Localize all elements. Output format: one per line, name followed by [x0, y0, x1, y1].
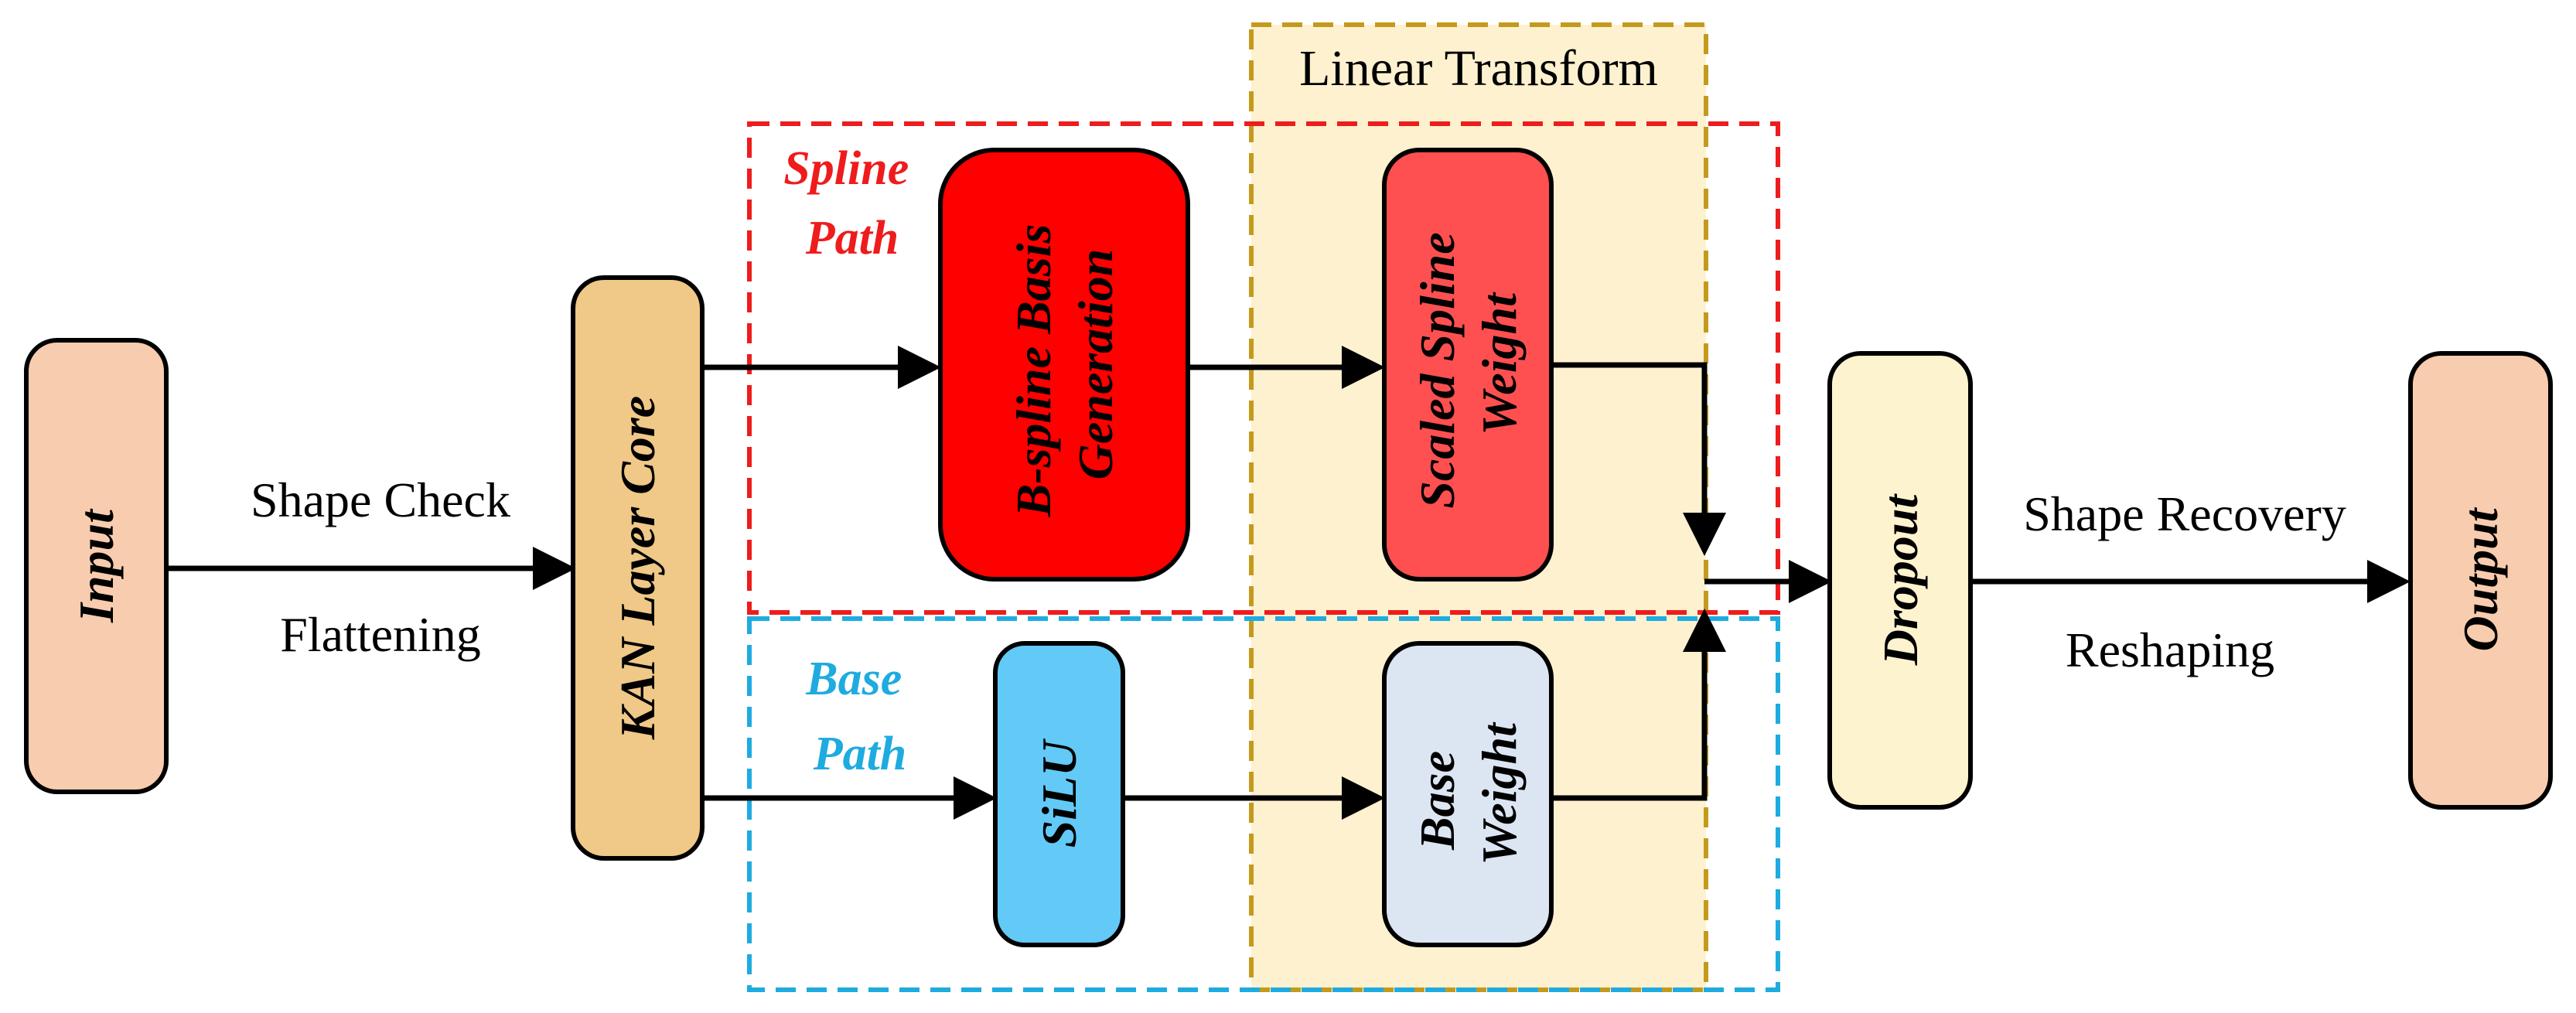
silu-node: SiLU: [993, 641, 1125, 947]
input-node-label-line-1: Input: [69, 508, 124, 623]
output-node-label: Output: [2453, 507, 2508, 651]
bspline-basis-node-box: [938, 148, 1190, 582]
scaled-spline-weight-node-label-line-2: Weight: [1472, 292, 1527, 435]
spline-path-title-line-1: Spline: [783, 142, 909, 195]
bspline-basis-node: B-spline Basis Generation: [938, 148, 1190, 582]
scaled-spline-weight-node-label: Scaled Spline Weight: [1410, 220, 1527, 508]
bspline-basis-node-label-line-2: Generation: [1068, 249, 1123, 480]
bspline-basis-node-label: B-spline Basis Generation: [1006, 212, 1123, 518]
base-path-title-line-1: Base: [805, 653, 902, 705]
output-node-label-line-1: Output: [2453, 507, 2508, 651]
base-weight-node: Base Weight: [1382, 641, 1554, 947]
shape-check-label: Shape Check: [251, 472, 510, 527]
input-node-box: [24, 338, 169, 794]
dropout-node-label-line-1: Dropout: [1873, 493, 1928, 667]
kan-layer-core-node-label: KAN Layer Core: [610, 396, 665, 740]
kan-layer-core-node: KAN Layer Core: [571, 275, 705, 861]
kan-layer-core-node-box: [571, 275, 705, 861]
linear-transform-title: Linear Transform: [1299, 40, 1658, 97]
input-node: Input: [24, 338, 169, 794]
base-path-title-line-2: Path: [813, 728, 907, 780]
silu-node-label-line-1: SiLU: [1032, 738, 1087, 848]
base-path-region: [747, 616, 1780, 992]
dropout-node-box: [1827, 351, 1973, 810]
dropout-node: Dropout: [1827, 351, 1973, 810]
spline-path-title: Spline Path: [783, 142, 920, 264]
silu-node-label: SiLU: [1032, 738, 1087, 848]
dropout-node-label: Dropout: [1873, 493, 1928, 667]
scaled-spline-weight-node-label-line-1: Scaled Spline: [1410, 232, 1465, 508]
output-node-box: [2408, 351, 2553, 810]
base-weight-node-label: Base Weight: [1410, 721, 1527, 865]
scaled-spline-weight-node: Scaled Spline Weight: [1382, 148, 1554, 582]
silu-node-box: [993, 641, 1125, 947]
base-path-title: Base Path: [805, 653, 914, 780]
base-weight-node-box: [1382, 641, 1554, 947]
scaled-spline-weight-node-box: [1382, 148, 1554, 582]
base-weight-node-label-line-1: Base: [1410, 751, 1465, 851]
flattening-label: Flattening: [280, 607, 481, 662]
edge-scaled-weight-to-merge: [1551, 362, 1726, 556]
shape-recovery-label: Shape Recovery: [2023, 486, 2346, 541]
edge-base-weight-to-merge: [1551, 609, 1726, 801]
reshaping-label: Reshaping: [2066, 622, 2274, 677]
input-node-label: Input: [69, 508, 124, 623]
spline-path-title-line-2: Path: [805, 212, 899, 264]
bspline-basis-node-label-line-1: B-spline Basis: [1006, 224, 1061, 518]
base-weight-node-label-line-2: Weight: [1472, 721, 1527, 865]
kan-layer-core-node-label-line-1: KAN Layer Core: [610, 396, 665, 740]
output-node: Output: [2408, 351, 2553, 810]
